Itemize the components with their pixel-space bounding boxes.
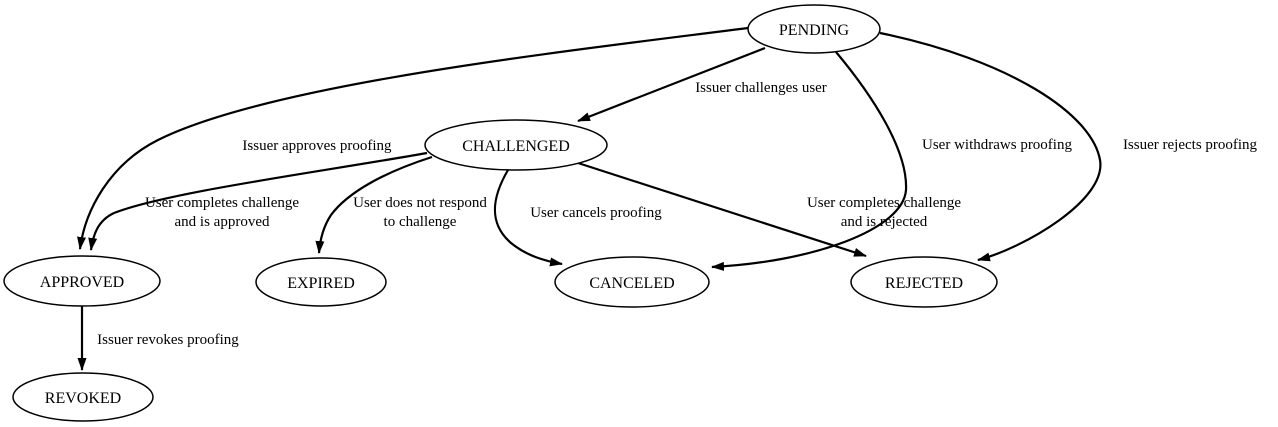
svg-text:and is approved: and is approved xyxy=(175,214,270,230)
node-challenged-label: CHALLENGED xyxy=(462,138,570,155)
node-expired: EXPIRED xyxy=(255,257,387,307)
edge-label-issuer-challenges-user: Issuer challenges user xyxy=(695,80,827,96)
node-canceled-label: CANCELED xyxy=(589,275,674,292)
node-revoked-label: REVOKED xyxy=(45,390,121,407)
node-challenged: CHALLENGED xyxy=(424,119,608,171)
node-approved: APPROVED xyxy=(3,255,161,307)
node-revoked-ellipse xyxy=(12,372,154,422)
svg-text:to challenge: to challenge xyxy=(384,214,457,230)
node-approved-label: APPROVED xyxy=(40,274,124,291)
node-pending-ellipse xyxy=(747,4,881,54)
node-canceled-ellipse xyxy=(554,256,710,308)
edge-challenged-canceled xyxy=(493,169,563,267)
edge-label-issuer-approves-proofing: Issuer approves proofing xyxy=(242,138,392,154)
nodes: PENDING CHALLENGED APPROVED EXPIRED CANC… xyxy=(3,4,998,422)
svg-text:User completes challenge: User completes challenge xyxy=(807,195,961,211)
edge-label-user-does-not-respond: User does not respond to challenge xyxy=(353,195,487,230)
edge-pending-rejected xyxy=(879,31,1102,262)
node-canceled: CANCELED xyxy=(554,256,710,308)
node-expired-label: EXPIRED xyxy=(287,275,355,292)
edge-label-issuer-revokes-proofing: Issuer revokes proofing xyxy=(97,332,239,348)
edge-labels: Issuer challenges user Issuer approves p… xyxy=(97,80,1257,348)
edge-pending-approved xyxy=(77,26,749,250)
edge-pending-canceled xyxy=(711,51,908,271)
svg-text:User completes challenge: User completes challenge xyxy=(145,195,299,211)
edge-challenged-approved xyxy=(88,151,428,251)
node-revoked: REVOKED xyxy=(12,372,154,422)
node-rejected-label: REJECTED xyxy=(885,275,963,292)
node-pending: PENDING xyxy=(747,4,881,54)
node-rejected-ellipse xyxy=(850,256,998,308)
edge-label-user-withdraws-proofing: User withdraws proofing xyxy=(922,137,1072,153)
node-pending-label: PENDING xyxy=(779,22,850,39)
node-challenged-ellipse xyxy=(424,119,608,171)
node-approved-ellipse xyxy=(3,255,161,307)
edge-label-user-completes-challenge-rejected: User completes challenge and is rejected xyxy=(807,195,961,230)
svg-text:User does not respond: User does not respond xyxy=(353,195,487,211)
node-expired-ellipse xyxy=(255,257,387,307)
edge-label-user-cancels-proofing: User cancels proofing xyxy=(530,205,662,221)
svg-text:and is rejected: and is rejected xyxy=(841,214,928,230)
edge-label-user-completes-challenge-approved: User completes challenge and is approved xyxy=(145,195,299,230)
edge-pending-challenged xyxy=(577,46,766,123)
node-rejected: REJECTED xyxy=(850,256,998,308)
edge-challenged-expired xyxy=(315,155,433,254)
edge-challenged-rejected xyxy=(577,161,867,258)
edges xyxy=(77,26,1102,371)
edge-label-issuer-rejects-proofing: Issuer rejects proofing xyxy=(1123,137,1258,153)
